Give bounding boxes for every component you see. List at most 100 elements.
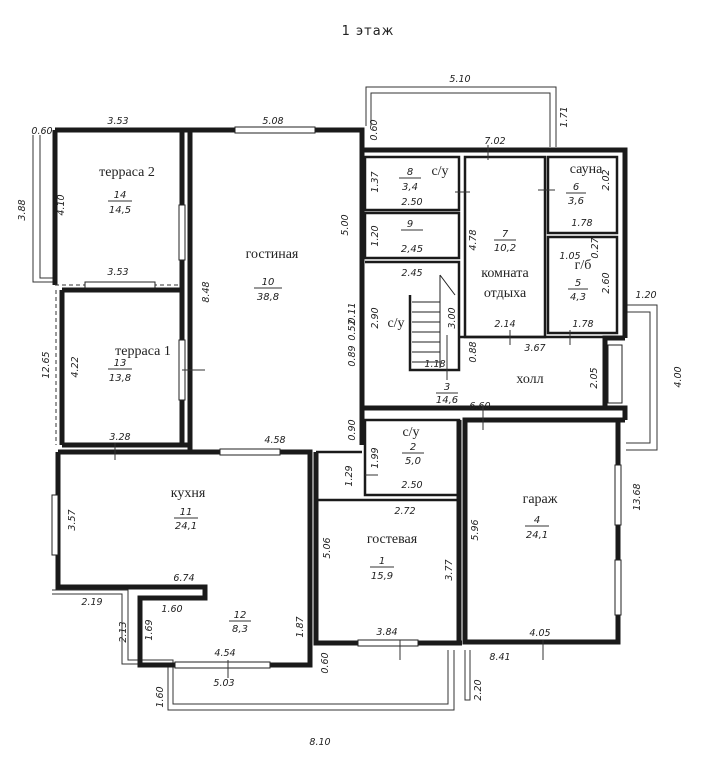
- room-label-stair-wc: с/у: [387, 316, 404, 331]
- dim-2-19: 2.19: [81, 597, 102, 608]
- dim-0-88: 0.88: [468, 341, 479, 362]
- dim-1-20-b: 1.20: [635, 290, 656, 301]
- dim-1-87: 1.87: [295, 616, 306, 637]
- dim-8-48: 8.48: [201, 281, 212, 302]
- room-num-kitchen: 11: [180, 507, 193, 518]
- room-area-hall: 14,6: [436, 395, 458, 406]
- dim-5-96: 5.96: [470, 519, 481, 540]
- room-num-living: 10: [262, 277, 275, 288]
- room-area-wc8: 3,4: [402, 182, 418, 193]
- area-underlines: [108, 177, 588, 622]
- dim-1-78-a: 1.78: [571, 218, 592, 229]
- dim-1-18: 1.18: [424, 359, 445, 370]
- main-walls: [55, 127, 628, 668]
- dim-1-20-a: 1.20: [370, 225, 381, 246]
- dim-2-60: 2.60: [601, 272, 612, 293]
- dim-5-00: 5.00: [340, 214, 351, 235]
- room-label-wc2: с/у: [402, 425, 419, 440]
- door-marks: [114, 145, 571, 678]
- dim-3-00: 3.00: [447, 307, 458, 328]
- dim-3-84: 3.84: [376, 627, 397, 638]
- dim-3-88: 3.88: [17, 199, 28, 220]
- dim-13-68: 13.68: [632, 483, 643, 510]
- room-area-sauna: 3,6: [568, 196, 584, 207]
- room-num-wc8: 8: [407, 167, 413, 178]
- dim-1-99: 1.99: [370, 447, 381, 468]
- dim-0-60-a: 0.60: [31, 126, 52, 137]
- dim-0-90: 0.90: [347, 419, 358, 440]
- staircase: [412, 274, 456, 368]
- room-label-hall: холл: [516, 372, 543, 387]
- dim-1-37: 1.37: [370, 171, 381, 192]
- dim-2-72: 2.72: [394, 506, 415, 517]
- room-label-terrace1: терраса 1: [115, 344, 171, 359]
- dim-6-60: 6.60: [469, 401, 490, 412]
- room-num-sauna: 6: [573, 182, 579, 193]
- dim-0-89: 0.89: [347, 345, 358, 366]
- dim-3-53-b: 3.53: [107, 267, 128, 278]
- outer-outline-lines: [32, 86, 658, 711]
- dim-3-67: 3.67: [524, 343, 545, 354]
- dim-0-11: 0.11: [347, 302, 358, 323]
- dim-4-78: 4.78: [468, 229, 479, 250]
- room-area-r9: 2,45: [401, 244, 423, 255]
- dim-2-50-a: 2.50: [401, 197, 422, 208]
- dim-5-10: 5.10: [449, 74, 470, 85]
- room-area-r12: 8,3: [232, 624, 248, 635]
- room-area-terrace2: 14,5: [109, 205, 131, 216]
- dim-4-10: 4.10: [56, 194, 67, 215]
- room-label-sauna: сауна: [570, 162, 603, 177]
- dim-2-13: 2.13: [118, 621, 129, 642]
- room-area-garage: 24,1: [526, 530, 548, 541]
- dim-1-71: 1.71: [559, 106, 570, 127]
- dim-2-14: 2.14: [494, 319, 515, 330]
- dim-0-60-c: 0.60: [320, 652, 331, 673]
- dim-3-77: 3.77: [444, 559, 455, 580]
- dim-4-54: 4.54: [214, 648, 235, 659]
- room-num-garage: 4: [534, 515, 540, 526]
- dim-6-74: 6.74: [173, 573, 194, 584]
- dim-4-22: 4.22: [70, 356, 81, 377]
- room-num-wc2: 2: [410, 442, 416, 453]
- dim-7-02: 7.02: [484, 136, 505, 147]
- room-label-living: гостиная: [246, 247, 299, 262]
- room-label-gb: г/б: [575, 258, 592, 273]
- dim-5-06: 5.06: [322, 537, 333, 558]
- dim-3-28: 3.28: [109, 432, 130, 443]
- room-label-wc8: с/у: [431, 164, 448, 179]
- dimension-labels: 5.10 3.53 0.60 5.08 7.02 2.50 1.78 1.05 …: [31, 74, 656, 748]
- dim-1-29: 1.29: [344, 465, 355, 486]
- dim-8-41: 8.41: [489, 652, 510, 663]
- room-num-gb: 5: [575, 278, 581, 289]
- room-num-terrace1: 13: [114, 358, 127, 369]
- dim-1-78-b: 1.78: [572, 319, 593, 330]
- dim-1-05: 1.05: [559, 251, 580, 262]
- room-label-guest: гостевая: [367, 532, 418, 547]
- room-label-kitchen: кухня: [171, 486, 206, 501]
- dim-1-69: 1.69: [144, 619, 155, 640]
- dim-2-20: 2.20: [473, 679, 484, 700]
- room-area-gb: 4,3: [570, 292, 586, 303]
- dim-2-02: 2.02: [601, 169, 612, 190]
- room-label-terrace2: терраса 2: [99, 165, 155, 180]
- room-num-r12: 12: [234, 610, 247, 621]
- room-num-guest: 1: [379, 556, 385, 567]
- dimension-labels-vertical: 1.71 0.60 3.88 4.10 1.37 2.02 1.20 5.00 …: [17, 106, 684, 707]
- room-area-guest: 15,9: [371, 571, 393, 582]
- room-num-r9: 9: [407, 219, 413, 230]
- room-labels: терраса 2 14 14,5 гостиная 10 38,8 с/у 8…: [99, 162, 603, 635]
- room-label-garage: гараж: [523, 492, 558, 507]
- dim-2-50-b: 2.50: [401, 480, 422, 491]
- dim-12-65: 12.65: [41, 351, 52, 378]
- dim-3-53-top: 3.53: [107, 116, 128, 127]
- dim-5-03: 5.03: [213, 678, 234, 689]
- dim-2-05: 2.05: [589, 367, 600, 388]
- room-num-hall: 3: [444, 382, 450, 393]
- room-num-rest: 7: [502, 229, 509, 240]
- room-area-wc2: 5,0: [405, 456, 421, 467]
- dim-4-00: 4.00: [673, 366, 684, 387]
- plan-title: 1 этаж: [342, 24, 395, 39]
- room-label-rest-2: отдыха: [484, 286, 527, 301]
- dim-1-60-b: 1.60: [155, 686, 166, 707]
